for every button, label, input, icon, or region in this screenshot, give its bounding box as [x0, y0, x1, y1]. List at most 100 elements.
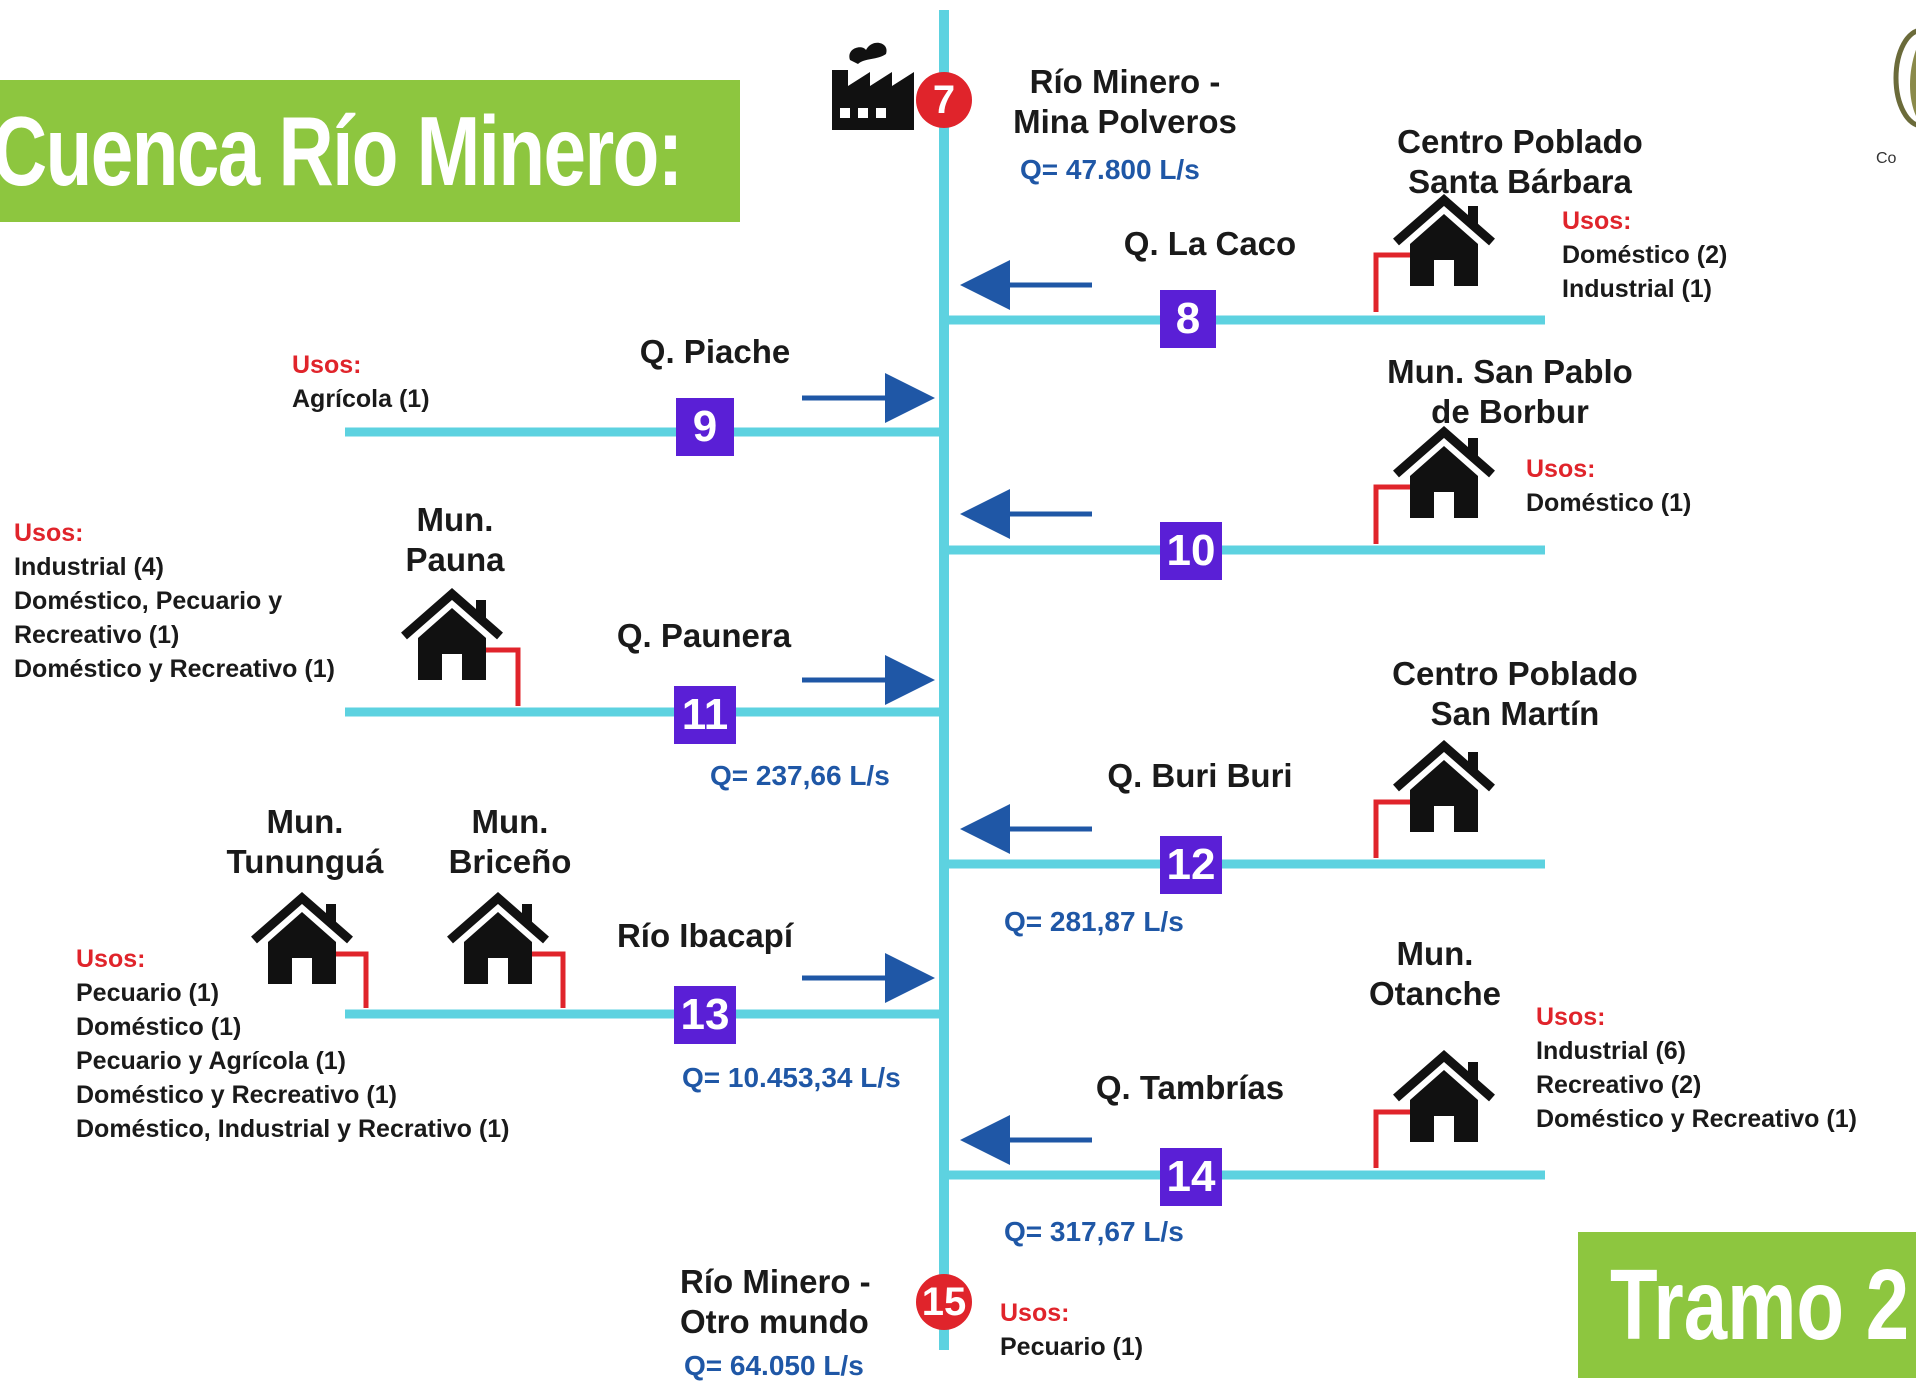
usos-item: Industrial (1): [1562, 275, 1713, 303]
tributary-8-name: Q. La Caco: [1123, 225, 1297, 262]
usos-item: Doméstico (1): [1526, 489, 1692, 517]
tributary-8-usos: Usos: Doméstico (2) Industrial (1): [1562, 204, 1727, 306]
tramo-banner: Tramo 2: [1578, 1232, 1916, 1378]
tributary-13-place-2: Mun. Briceño: [430, 802, 590, 882]
usos-item: Industrial (6): [1536, 1037, 1687, 1065]
usos-title: Usos:: [1526, 455, 1596, 483]
usos-item: Doméstico, Pecuario y: [14, 587, 283, 615]
tributary-13-flow: Q= 10.453,34 L/s: [682, 1062, 901, 1093]
usos-item: Doméstico (2): [1562, 241, 1728, 269]
station-7-flow: Q= 47.800 L/s: [1020, 154, 1200, 185]
usos-item: Doméstico y Recreativo (1): [14, 655, 335, 683]
usos-title: Usos:: [14, 519, 84, 547]
tributary-12-name: Q. Buri Buri: [1107, 757, 1293, 794]
connector-10: [1373, 484, 1410, 544]
tributary-14-place: Mun. Otanche: [1360, 934, 1510, 1014]
station-14-badge: 14: [1160, 1148, 1222, 1206]
place-line: Mun.: [416, 501, 494, 538]
usos-item: Recreativo (1): [14, 621, 180, 649]
place-line: Otanche: [1368, 975, 1502, 1012]
factory-icon: [832, 42, 914, 130]
tributary-14-flow: Q= 317,67 L/s: [1004, 1216, 1184, 1247]
tramo-label: Tramo 2: [1610, 1249, 1910, 1361]
place-line: Briceño: [448, 843, 572, 880]
tributary-10-place: Mun. San Pablo de Borbur: [1360, 352, 1660, 432]
logo-icon: [1893, 28, 1916, 128]
tributary-8-place: Centro Poblado Santa Bárbara: [1370, 122, 1670, 202]
title-banner: Cuenca Río Minero:: [0, 80, 740, 222]
usos-title: Usos:: [76, 945, 146, 973]
tributary-11-place: Mun. Pauna: [380, 500, 530, 580]
station-15-name-line2: Otro mundo: [680, 1303, 869, 1340]
place-line: Pauna: [405, 541, 505, 578]
station-15-marker: 15: [916, 1274, 972, 1330]
connector-14: [1373, 1109, 1410, 1168]
tributary-13-name: Río Ibacapí: [616, 917, 794, 954]
station-7-name-line1: Río Minero -: [1029, 63, 1221, 100]
usos-item: Agrícola (1): [292, 385, 430, 413]
house-icon: [1393, 740, 1495, 832]
house-icon: [401, 588, 503, 680]
usos-item: Doméstico y Recreativo (1): [76, 1081, 397, 1109]
house-icon: [1393, 426, 1495, 518]
place-line: San Martín: [1430, 695, 1600, 732]
place-line: de Borbur: [1431, 393, 1589, 430]
tributary-11-name: Q. Paunera: [616, 617, 792, 654]
connector-12: [1373, 799, 1410, 858]
station-13-badge: 13: [674, 986, 736, 1044]
station-7-name-line2: Mina Polveros: [1013, 103, 1237, 140]
station-8-badge: 8: [1160, 290, 1216, 348]
place-line: Mun.: [266, 803, 344, 840]
tributary-14-usos: Usos: Industrial (6) Recreativo (2) Domé…: [1536, 1000, 1857, 1136]
tributary-9-usos: Usos: Agrícola (1): [292, 348, 430, 416]
logo-text: Co: [1876, 150, 1897, 167]
place-line: Centro Poblado: [1392, 655, 1638, 692]
station-7-name: Río Minero - Mina Polveros: [1000, 62, 1250, 142]
house-icon: [447, 892, 549, 984]
place-line: Mun.: [1396, 935, 1474, 972]
usos-title: Usos:: [1536, 1003, 1606, 1031]
tributary-11-usos: Usos: Industrial (4) Doméstico, Pecuario…: [14, 516, 335, 686]
connector-13b: [530, 951, 566, 1008]
station-12-badge: 12: [1160, 836, 1222, 894]
station-9-badge: 9: [676, 398, 734, 456]
usos-title: Usos:: [1000, 1299, 1070, 1327]
usos-item: Pecuario (1): [1000, 1333, 1144, 1361]
usos-title: Usos:: [1562, 207, 1632, 235]
tributary-13-usos: Usos: Pecuario (1) Doméstico (1) Pecuari…: [76, 942, 509, 1146]
page-title: Cuenca Río Minero:: [0, 96, 683, 206]
usos-item: Doméstico y Recreativo (1): [1536, 1105, 1857, 1133]
station-10-badge: 10: [1160, 522, 1222, 580]
connector-8: [1373, 252, 1410, 312]
tributary-14-name: Q. Tambrías: [1095, 1069, 1285, 1106]
usos-item: Doméstico (1): [76, 1013, 242, 1041]
tributary-10-usos: Usos: Doméstico (1): [1526, 452, 1691, 520]
station-7-marker: 7: [916, 72, 972, 128]
usos-item: Doméstico, Industrial y Recrativo (1): [76, 1115, 510, 1143]
station-15-usos: Usos: Pecuario (1): [1000, 1296, 1143, 1364]
station-15-flow: Q= 64.050 L/s: [684, 1350, 864, 1381]
usos-item: Pecuario y Agrícola (1): [76, 1047, 346, 1075]
place-line: Centro Poblado: [1397, 123, 1643, 160]
house-icon: [251, 892, 353, 984]
usos-title: Usos:: [292, 351, 362, 379]
tributary-11-flow: Q= 237,66 L/s: [710, 760, 890, 791]
connector-11: [486, 647, 521, 706]
tributary-13-place-1: Mun. Tununguá: [210, 802, 400, 882]
place-line: Mun.: [471, 803, 549, 840]
place-line: Santa Bárbara: [1408, 163, 1632, 200]
station-15-name-line1: Río Minero -: [680, 1263, 871, 1300]
station-15-name: Río Minero - Otro mundo: [680, 1262, 890, 1342]
station-11-badge: 11: [674, 686, 736, 744]
place-line: Tununguá: [226, 843, 384, 880]
usos-item: Industrial (4): [14, 553, 165, 581]
tributary-12-flow: Q= 281,87 L/s: [1004, 906, 1184, 937]
place-line: Mun. San Pablo: [1387, 353, 1633, 390]
tributary-9-name: Q. Piache: [639, 333, 791, 370]
tributary-12-place: Centro Poblado San Martín: [1370, 654, 1660, 734]
usos-item: Recreativo (2): [1536, 1071, 1702, 1099]
house-icon: [1393, 194, 1495, 286]
connector-13a: [334, 951, 369, 1008]
